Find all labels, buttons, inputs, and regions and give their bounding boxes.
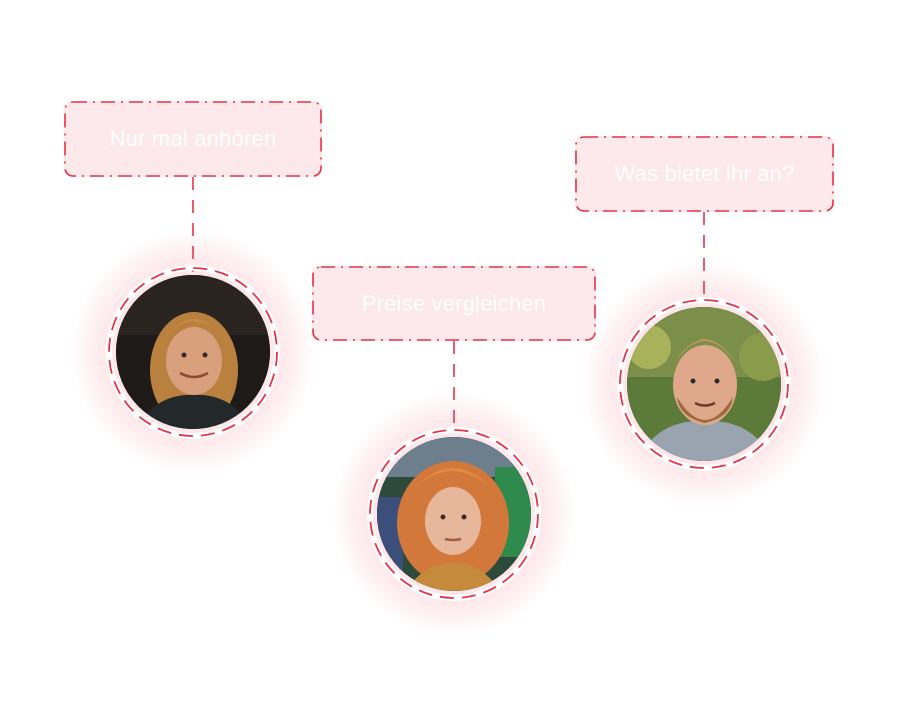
bubble-dashed-border: [64, 101, 322, 177]
avatar-dashed-ring: [367, 427, 541, 601]
speech-bubble-3: Was bietet ihr an?: [575, 136, 834, 212]
avatar-node-1: [73, 232, 313, 472]
bubble-label-1: Nur mal anhören: [109, 126, 277, 151]
bubble-dashed-border: [312, 266, 596, 341]
connector-line-1: [192, 177, 194, 272]
bubble-label-2: Preise vergleichen: [361, 290, 547, 316]
bubble-label-3: Was bietet ihr an?: [614, 161, 795, 186]
avatar-node-3: [584, 264, 824, 504]
speech-bubble-2: Preise vergleichen: [312, 266, 596, 341]
avatar-photo-woman-curly-hair: [377, 437, 531, 591]
speech-bubble-1: Nur mal anhören: [64, 101, 322, 177]
avatar-dashed-ring: [617, 297, 791, 471]
connector-line-3: [703, 212, 705, 304]
avatar-dashed-ring: [106, 265, 280, 439]
connector-line-2: [453, 341, 455, 433]
bubble-dashed-border: [575, 136, 834, 212]
avatar-node-2: [334, 394, 574, 634]
